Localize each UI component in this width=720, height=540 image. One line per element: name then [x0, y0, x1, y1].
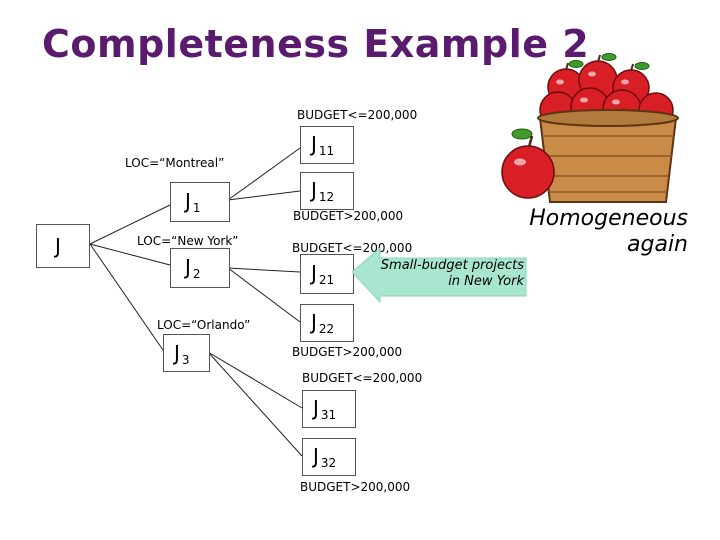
- edge-label-new-york: LOC=“New York”: [137, 234, 239, 248]
- edge-label-j12: BUDGET>200,000: [293, 209, 404, 223]
- page-title: Completeness Example 2: [42, 22, 590, 66]
- side-caption: Homogeneous again: [529, 206, 688, 257]
- tree-node-root: J: [36, 224, 90, 268]
- edge-label-montreal: LOC=“Montreal”: [125, 156, 225, 170]
- node-label: J: [55, 234, 61, 258]
- edge-label-j22: BUDGET>200,000: [292, 345, 403, 359]
- apple-basket-icon: [501, 53, 679, 203]
- edge-label-orlando: LOC=“Orlando”: [157, 318, 251, 332]
- edge-label-j21: BUDGET<=200,000: [292, 241, 413, 255]
- edge-label-j11: BUDGET<=200,000: [297, 108, 418, 122]
- edge-label-j32: BUDGET>200,000: [300, 480, 411, 494]
- edge-label-j31: BUDGET<=200,000: [302, 371, 423, 385]
- callout-text: Small-budget projects in New York: [380, 258, 524, 289]
- callout-arrow: [351, 246, 527, 304]
